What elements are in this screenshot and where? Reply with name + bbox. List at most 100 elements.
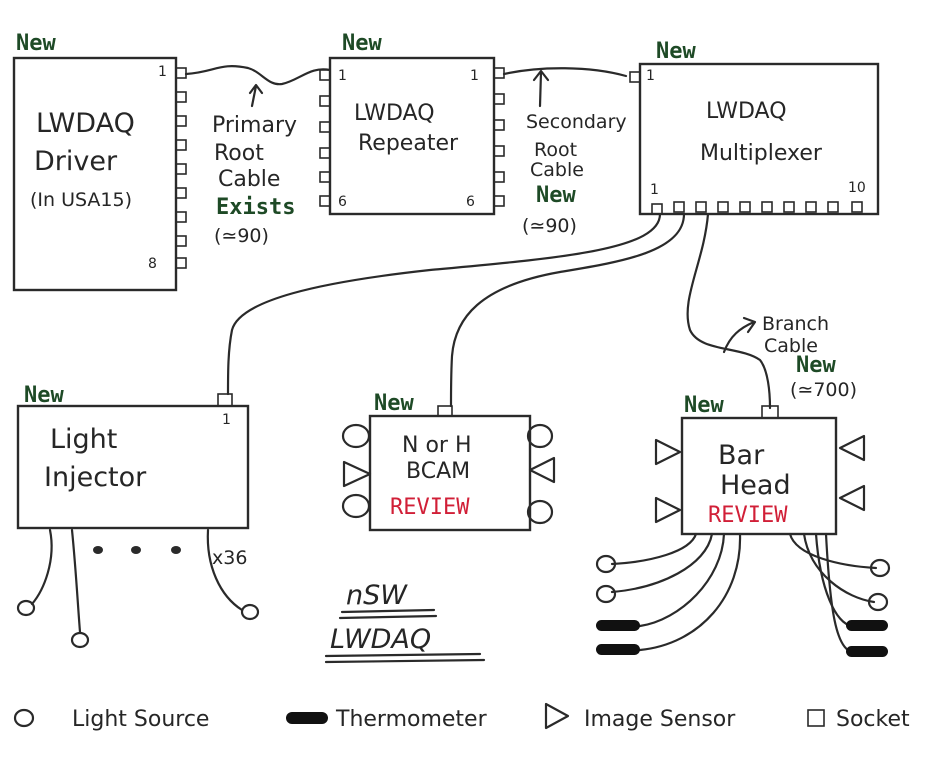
branch-cable-status: New [796, 353, 836, 378]
primary-root-cable [184, 65, 332, 86]
logo-line2: LWDAQ [330, 624, 431, 655]
primary-cable-line3: Cable [218, 167, 280, 192]
primary-cable-line2: Root [214, 141, 264, 166]
primary-cable-arrow [248, 83, 264, 108]
bar-head-fiber-right-2 [802, 532, 876, 604]
bcam-light-source-left-top [341, 423, 371, 449]
legend-light-source-label: Light Source [72, 707, 209, 732]
secondary-cable-arrow [532, 69, 550, 108]
bar-head-fiber-left-2 [610, 532, 714, 594]
bcam-new-badge: New [374, 391, 414, 416]
injector-light-source-2 [70, 631, 90, 649]
bar-head-review-label: REVIEW [708, 503, 788, 528]
lwdaq-multiplexer: LWDAQ Multiplexer 1 1 10 [629, 62, 880, 216]
lwdaq-repeater: LWDAQ Repeater 1 1 6 6 [319, 56, 505, 216]
bcam: N or H BCAM REVIEW [341, 405, 556, 532]
injector-new-badge: New [24, 383, 64, 408]
repeater-title-line1: LWDAQ [354, 101, 435, 126]
multiplexer-pin-in: 1 [646, 68, 655, 84]
bar-head-image-sensor-right-bottom [838, 484, 866, 512]
repeater-pin-right-bottom: 6 [466, 194, 475, 210]
bar-head-light-source-left-1 [595, 554, 617, 574]
driver-sockets [175, 67, 187, 269]
driver-new-badge: New [16, 31, 56, 56]
bar-head-thermometer-left-1 [596, 620, 640, 631]
secondary-cable-status: New [536, 183, 576, 208]
legend-thermometer-label: Thermometer [335, 707, 488, 732]
bar-head-image-sensor-right-top [838, 434, 866, 462]
primary-cable-status: Exists [216, 195, 295, 220]
primary-cable-count: (≃90) [214, 225, 269, 247]
injector-light-source-3 [240, 603, 260, 621]
bcam-image-sensor-right [528, 456, 556, 484]
mux-to-bcam-cable [449, 212, 686, 408]
driver-pin-last: 8 [148, 256, 157, 272]
bar-head-light-source-right-2 [867, 592, 889, 612]
injector-multiplier: x36 [212, 547, 247, 569]
legend-socket-icon [807, 709, 825, 727]
injector-fiber-3 [206, 528, 244, 612]
branch-cable [686, 212, 772, 410]
multiplexer-output-sockets [651, 201, 863, 215]
secondary-root-cable [502, 67, 628, 78]
bcam-light-source-right-top [526, 423, 554, 449]
driver-title-line1: LWDAQ [36, 108, 135, 139]
multiplexer-title-line1: LWDAQ [706, 99, 787, 124]
repeater-pin-left-bottom: 6 [338, 194, 347, 210]
repeater-pin-in: 1 [338, 68, 347, 84]
bcam-title-line1: N or H [402, 433, 472, 458]
bar-head-thermometer-right-2 [846, 646, 888, 657]
driver-title-line2: Driver [34, 146, 118, 177]
bar-head-light-source-left-2 [595, 584, 617, 604]
bcam-image-sensor-left [342, 460, 372, 488]
multiplexer-input-socket [629, 71, 641, 83]
secondary-cable-line2: Root [534, 139, 577, 161]
logo-line1: nSW [346, 580, 408, 611]
legend-socket-label: Socket [836, 707, 910, 732]
secondary-cable-line1: Secondary [526, 111, 627, 133]
primary-cable-line1: Primary [212, 113, 297, 138]
branch-cable-label: Branch Cable New (≃700) [762, 313, 857, 401]
legend-image-sensor-label: Image Sensor [584, 707, 736, 732]
repeater-new-badge: New [342, 31, 382, 56]
bar-head-thermometer-right-1 [846, 620, 888, 631]
nsw-lwdaq-logo: nSW LWDAQ [324, 580, 486, 664]
legend-light-source-icon [13, 708, 35, 728]
bar-head-new-badge: New [684, 393, 724, 418]
bar-head-light-source-right-1 [869, 558, 891, 578]
bcam-title-line2: BCAM [406, 459, 470, 484]
driver-location: (In USA15) [30, 189, 132, 211]
repeater-pin-out-first: 1 [470, 68, 479, 84]
multiplexer-pin-last: 10 [848, 180, 866, 196]
bar-head-image-sensor-left-top [654, 438, 682, 466]
lwdaq-driver: LWDAQ Driver (In USA15) 1 8 [12, 56, 187, 292]
multiplexer-new-badge: New [656, 39, 696, 64]
light-injector: Light Injector 1 x36 [16, 393, 260, 649]
injector-fiber-2 [70, 528, 82, 634]
injector-light-source-1 [16, 599, 36, 617]
injector-ellipsis-dots [93, 546, 181, 554]
bar-head-fiber-right-1 [788, 532, 878, 570]
primary-cable-label: Primary Root Cable Exists (≃90) [212, 113, 297, 247]
bar-head-title-line1: Bar [718, 440, 765, 471]
injector-pin: 1 [222, 412, 231, 428]
bar-head-fiber-left-3 [638, 532, 726, 628]
branch-cable-line2: Cable [764, 335, 818, 357]
driver-pin-first: 1 [158, 64, 167, 80]
secondary-cable-label: Secondary Root Cable New (≃90) [522, 111, 627, 237]
bar-head-socket [761, 405, 779, 419]
bcam-light-source-left-bottom [341, 493, 371, 519]
branch-cable-line1: Branch [762, 313, 829, 335]
branch-cable-arrow [722, 316, 757, 354]
bcam-light-source-right-bottom [526, 499, 554, 525]
bar-head-image-sensor-left-bottom [654, 496, 682, 524]
multiplexer-title-line2: Multiplexer [700, 141, 823, 166]
branch-cable-count: (≃700) [790, 379, 857, 401]
injector-socket [217, 393, 233, 407]
logo-underline-1 [338, 608, 438, 620]
legend: Light Source Thermometer Image Sensor So… [13, 702, 910, 732]
secondary-cable-count: (≃90) [522, 215, 577, 237]
secondary-cable-line3: Cable [530, 159, 584, 181]
bar-head-title-line2: Head [720, 470, 791, 501]
